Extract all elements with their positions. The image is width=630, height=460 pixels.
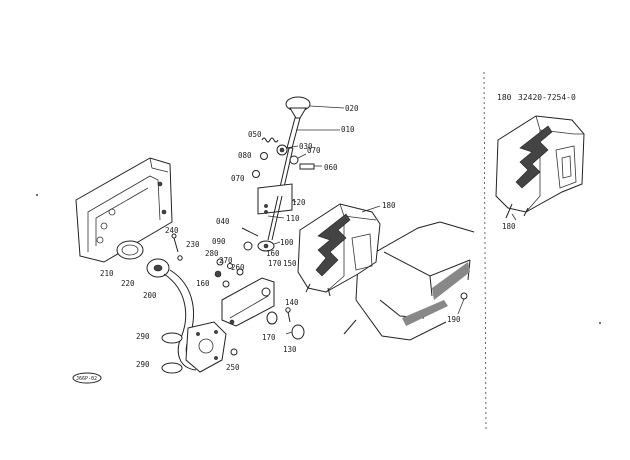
- label-070-b: 070: [231, 174, 245, 183]
- label-280: 280: [205, 249, 219, 258]
- bolt-160: [222, 280, 230, 288]
- washer-260: [236, 268, 244, 276]
- label-270: 270: [219, 256, 233, 265]
- label-290-b: 290: [136, 360, 150, 369]
- pin-140: [285, 307, 291, 323]
- label-080: 080: [238, 151, 252, 160]
- label-160-b: 160: [196, 279, 210, 288]
- label-130: 130: [283, 345, 297, 354]
- console-panel: [343, 221, 475, 341]
- washer-230: [177, 255, 183, 261]
- label-010: 010: [341, 125, 355, 134]
- label-250: 250: [226, 363, 240, 372]
- bracket: [221, 277, 275, 327]
- washer-070-b: [252, 170, 260, 178]
- label-060: 060: [324, 163, 338, 172]
- inset-ref: 180: [497, 93, 512, 102]
- label-020: 020: [345, 104, 359, 113]
- label-180-inset: 180: [502, 222, 516, 231]
- knob-130: [285, 324, 305, 340]
- label-190: 190: [447, 315, 461, 324]
- svg-text:J66P-02: J66P-02: [76, 376, 97, 382]
- washer-070-a: [289, 155, 299, 165]
- bolt-270: [227, 263, 233, 269]
- joint-100: [257, 240, 275, 252]
- label-170-a: 170: [268, 259, 282, 268]
- shift-cover-180: [297, 203, 381, 297]
- inset-shift-cover: [495, 115, 585, 219]
- pivot-090: [243, 241, 253, 251]
- nut-280-lower: [214, 270, 222, 278]
- label-070-a: 070: [307, 146, 321, 155]
- label-240: 240: [165, 226, 179, 235]
- spring-050: [261, 137, 279, 143]
- label-290-a: 290: [136, 332, 150, 341]
- bolt-190: [457, 292, 468, 315]
- drawing-stamp: J66P-02: [72, 372, 102, 384]
- label-090: 090: [212, 237, 226, 246]
- label-210: 210: [100, 269, 114, 278]
- clamp-290-a: [161, 332, 183, 344]
- bolt-060: [299, 163, 322, 170]
- bushing-170: [266, 311, 278, 325]
- label-030: 030: [299, 142, 313, 151]
- label-100: 100: [280, 238, 294, 247]
- gasket-220: [116, 240, 144, 260]
- transmission-housing: [75, 157, 173, 263]
- label-110: 110: [286, 214, 300, 223]
- pin-080: [260, 152, 268, 160]
- label-220: 220: [121, 279, 135, 288]
- label-180: 180: [382, 201, 396, 210]
- lever-arm-040: [241, 195, 283, 241]
- label-260: 260: [231, 263, 245, 272]
- label-200: 200: [143, 291, 157, 300]
- label-160-a: 160: [266, 249, 280, 258]
- inset-part-number: 32420-7254-0: [518, 93, 576, 102]
- label-120: 120: [292, 198, 306, 207]
- nut-280: [216, 258, 224, 266]
- label-170-b: 170: [262, 333, 276, 342]
- shift-knob-020: [285, 96, 311, 119]
- cover-plate: [185, 321, 227, 373]
- clamp-290-b: [161, 362, 183, 374]
- label-150: 150: [283, 259, 297, 268]
- flange-200: [146, 258, 170, 278]
- collar-030: [276, 144, 288, 156]
- label-040: 040: [216, 217, 230, 226]
- label-230: 230: [186, 240, 200, 249]
- inset-divider: [483, 71, 487, 431]
- bolt-240: [171, 233, 179, 253]
- label-050: 050: [248, 130, 262, 139]
- bolt-250: [230, 348, 238, 356]
- plate-120: [257, 183, 293, 215]
- label-140: 140: [285, 298, 299, 307]
